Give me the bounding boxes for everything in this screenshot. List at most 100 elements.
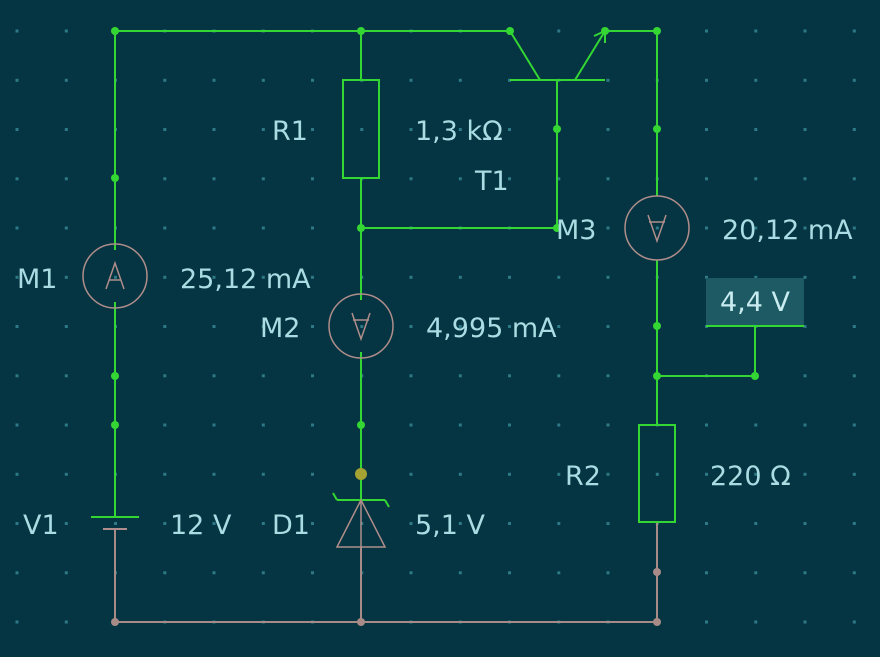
grid-dot [212, 78, 216, 82]
grid-dot [852, 423, 856, 427]
battery-symbol-icon[interactable] [91, 516, 139, 530]
grid-dot [212, 571, 216, 575]
grid-dot [803, 472, 807, 476]
grid-dot [311, 275, 314, 279]
grid-dot [64, 423, 68, 427]
grid-dot [557, 522, 561, 525]
grid-dot [803, 620, 807, 624]
grid-dot [311, 522, 314, 525]
grid-dot [458, 78, 462, 82]
junction-dots [111, 27, 759, 429]
voltmeter-symbol-icon[interactable] [624, 195, 690, 261]
grid-dot [212, 226, 216, 230]
grid-dot [163, 423, 167, 427]
grid-dot [705, 620, 708, 624]
grid-dot [606, 128, 610, 131]
grid-dot [606, 522, 610, 525]
grid-dot [803, 325, 807, 328]
grid-dot [409, 78, 413, 82]
ammeter-symbol-icon[interactable] [82, 243, 148, 309]
grid-dot [705, 29, 708, 33]
pnp-transistor-symbol-icon[interactable] [509, 29, 606, 81]
grid-dot [409, 128, 413, 131]
grid-dot [311, 423, 314, 427]
grid-dot [64, 571, 68, 575]
grid-dot [311, 325, 314, 328]
grid-dot [64, 522, 68, 525]
grid-dot [261, 423, 265, 427]
r1-name: R1 [272, 116, 308, 147]
grid-dot [163, 128, 167, 131]
grid-dot [508, 78, 511, 82]
voltage-probe-box[interactable] [706, 278, 804, 325]
m2-value: 4,995 mA [426, 313, 557, 344]
grid-dot [852, 472, 856, 476]
grid-dot [261, 325, 265, 328]
grid-dot [606, 325, 610, 328]
grid-dot [803, 128, 807, 131]
voltmeter-symbol-icon[interactable] [328, 293, 394, 359]
grid-dot [15, 177, 19, 181]
grid-dot [163, 571, 167, 575]
grid-dot [64, 374, 68, 378]
r1-value: 1,3 kΩ [415, 116, 503, 147]
r2-resistor[interactable] [638, 424, 676, 523]
grid-dot [261, 177, 265, 181]
m3-value: 20,12 mA [722, 215, 853, 246]
grid-dot [754, 128, 758, 131]
grid-dot [15, 472, 19, 476]
grid-dot [64, 226, 68, 230]
grid-dot [557, 423, 561, 427]
grid-dot [64, 325, 68, 328]
selected-node[interactable] [355, 468, 367, 480]
r1-resistor[interactable] [342, 79, 380, 179]
grid-dot [15, 226, 19, 230]
grid-dot [163, 78, 167, 82]
grid-dot [705, 226, 708, 230]
grid-dot [15, 522, 19, 525]
grid-dot [261, 275, 265, 279]
grid-dot [803, 423, 807, 427]
grid-dot [705, 128, 708, 131]
grid-dot [705, 177, 708, 181]
grid-dot [508, 472, 511, 476]
grid-dot [508, 571, 511, 575]
d1-name: D1 [272, 510, 310, 541]
grid-dot [15, 275, 19, 279]
grid-dot [852, 177, 856, 181]
grid-dot [852, 29, 856, 33]
grid-dot [458, 128, 462, 131]
grid-dot [606, 177, 610, 181]
grid-dot [803, 177, 807, 181]
grid-dot [557, 29, 561, 33]
zener-diode-symbol-icon[interactable] [332, 474, 390, 548]
grid-dot [15, 78, 19, 82]
voltage-probe-value: 4,4 V [720, 287, 791, 318]
grid-dot [64, 620, 68, 624]
grid-dot [508, 423, 511, 427]
grid-dot [458, 275, 462, 279]
grid-dot [606, 374, 610, 378]
grid-dot [508, 275, 511, 279]
grid-dot [409, 374, 413, 378]
grid-dot [15, 325, 19, 328]
grid-dot [754, 29, 758, 33]
grid-dot [557, 325, 561, 328]
grid-dot [261, 472, 265, 476]
t1-name: T1 [474, 166, 509, 197]
grid-dot [606, 275, 610, 279]
grid-dot [15, 571, 19, 575]
grid-dot [705, 275, 708, 279]
grid-dot [458, 177, 462, 181]
grid-dot [754, 78, 758, 82]
grid-dot [64, 128, 68, 131]
grid-dot [508, 522, 511, 525]
m2-name: M2 [260, 313, 300, 344]
grid-dot [261, 78, 265, 82]
grid-dot [852, 275, 856, 279]
grid-dot [409, 275, 413, 279]
grid-dot [163, 522, 167, 525]
grid-dot [360, 325, 364, 328]
